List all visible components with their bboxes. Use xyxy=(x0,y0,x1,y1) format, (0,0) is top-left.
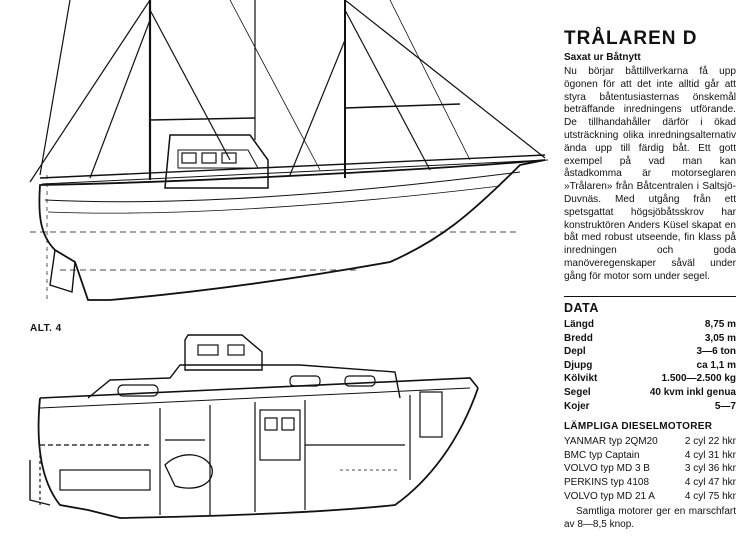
motor-row: VOLVO typ MD 21 A 4 cyl 75 hkr xyxy=(564,490,736,504)
motors-heading: LÄMPLIGA DIESELMOTORER xyxy=(564,421,713,433)
drawing-alt-label: ALT. 4 xyxy=(30,323,62,334)
spec-value: 5—7 xyxy=(714,400,736,412)
motor-model: VOLVO typ MD 3 B xyxy=(564,463,650,475)
motor-spec: 2 cyl 22 hkr xyxy=(684,436,736,448)
motor-row: PERKINS typ 4108 4 cyl 47 hkr xyxy=(564,476,736,490)
data-heading: DATA xyxy=(564,301,599,316)
spec-label: Djupg xyxy=(564,359,593,371)
spec-row-keel-weight: Kölvikt 1.500—2.500 kg xyxy=(564,372,736,386)
spec-value: 1.500—2.500 kg xyxy=(661,373,737,385)
spec-row-beam: Bredd 3,05 m xyxy=(564,332,736,346)
boat-drawings xyxy=(29,0,549,519)
motor-row: BMC typ Captain 4 cyl 31 hkr xyxy=(564,449,736,463)
motor-model: PERKINS typ 4108 xyxy=(564,476,650,488)
spec-label: Depl xyxy=(564,346,586,358)
spec-value: ca 1,1 m xyxy=(696,359,736,371)
spec-row-draft: Djupg ca 1,1 m xyxy=(564,359,736,373)
article-title: TRÅLAREN D xyxy=(564,28,698,49)
motor-model: YANMAR typ 2QM20 xyxy=(564,436,658,448)
spec-row-sail: Segel 40 kvm inkl genua xyxy=(564,386,736,400)
spec-value: 3,05 m xyxy=(704,332,736,344)
motor-model: BMC typ Captain xyxy=(564,449,640,461)
spec-label: Kölvikt xyxy=(564,373,598,385)
article-column: TRÅLAREN D Saxat ur Båtnytt Nu börjar bå… xyxy=(564,28,736,532)
spec-value: 3—6 ton xyxy=(696,346,736,358)
spec-label: Bredd xyxy=(564,332,593,344)
spec-value: 40 kvm inkl genua xyxy=(649,387,736,399)
motor-model: VOLVO typ MD 21 A xyxy=(564,490,655,502)
motors-note: Samtliga motorer ger en marschfart av 8—… xyxy=(564,506,736,530)
interior-plan-drawing xyxy=(29,334,479,519)
article-subtitle: Saxat ur Båtnytt xyxy=(564,52,641,63)
spec-row-berths: Kojer 5—7 xyxy=(564,400,736,414)
motor-list: YANMAR typ 2QM20 2 cyl 22 hkr BMC typ Cap… xyxy=(564,435,736,503)
spec-row-displacement: Depl 3—6 ton xyxy=(564,345,736,359)
motor-row: VOLVO typ MD 3 B 3 cyl 36 hkr xyxy=(564,462,736,476)
section-divider xyxy=(564,295,736,298)
motor-spec: 4 cyl 31 hkr xyxy=(684,449,736,461)
article-body: Nu börjar båttillverkarna få upp ögonen … xyxy=(564,66,736,282)
motor-spec: 3 cyl 36 hkr xyxy=(684,463,736,475)
sail-plan-drawing xyxy=(29,0,549,301)
motor-row: YANMAR typ 2QM20 2 cyl 22 hkr xyxy=(564,435,736,449)
spec-label: Segel xyxy=(564,387,591,399)
motor-spec: 4 cyl 75 hkr xyxy=(684,490,736,502)
spec-list: Längd 8,75 m Bredd 3,05 m Depl 3—6 ton Djup… xyxy=(564,318,736,413)
spec-value: 8,75 m xyxy=(704,319,736,331)
spec-label: Längd xyxy=(564,319,594,331)
spec-label: Kojer xyxy=(564,400,590,412)
spec-row-length: Längd 8,75 m xyxy=(564,318,736,332)
motor-spec: 4 cyl 47 hkr xyxy=(684,476,736,488)
